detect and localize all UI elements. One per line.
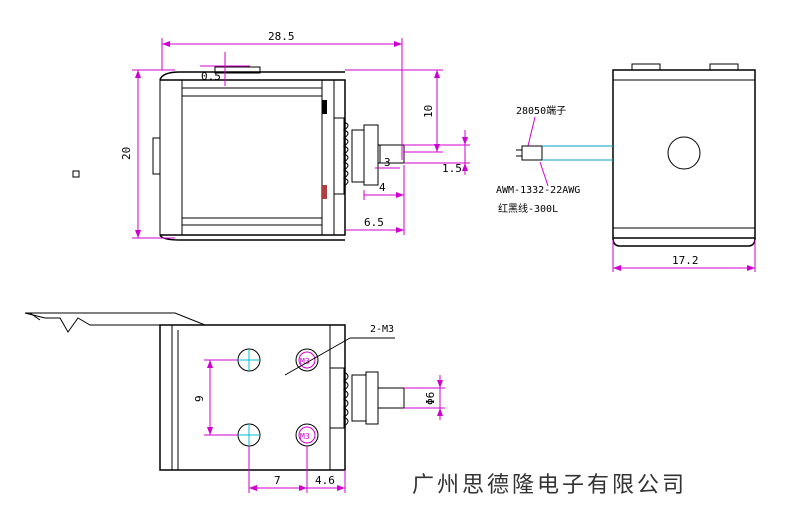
top-plunger-shaft bbox=[377, 387, 405, 409]
dim-edge: 4.6 bbox=[315, 474, 335, 487]
rear-tab bbox=[152, 137, 161, 175]
side-frame-outline bbox=[160, 79, 346, 236]
dim-hole-pitch-vertical: 9 bbox=[193, 395, 206, 402]
threaded-hole-label: M3 bbox=[300, 432, 310, 441]
threaded-hole bbox=[295, 348, 319, 372]
top-view-body bbox=[159, 324, 346, 471]
wire-pair bbox=[542, 145, 575, 161]
coil-body bbox=[181, 87, 323, 226]
terminal-plug bbox=[521, 145, 543, 161]
dim-tip: 1.5 bbox=[442, 162, 462, 175]
plunger-shaft bbox=[377, 144, 405, 164]
end-view-body bbox=[612, 69, 756, 239]
plunger-end-circle bbox=[667, 136, 701, 170]
connector-view: 28050端子 AWM-1332-22AWG 红黑线-300L bbox=[496, 104, 580, 215]
dim-length: 28.5 bbox=[268, 30, 295, 43]
dim-plunger: 6.5 bbox=[364, 216, 384, 229]
side-end-plate bbox=[159, 79, 183, 236]
dim-wall: 0.5 bbox=[201, 70, 221, 83]
side-frame-bottom-curve bbox=[159, 234, 345, 241]
thread-callout: 2-M3 bbox=[370, 324, 394, 335]
collar bbox=[333, 117, 345, 195]
dim-shaft-diameter: Φ6 bbox=[424, 392, 437, 405]
dim-width: 17.2 bbox=[672, 254, 699, 267]
top-tab bbox=[214, 66, 261, 74]
threaded-hole-label: M3 bbox=[300, 357, 310, 366]
company-name: 广州思德隆电子有限公司 bbox=[412, 473, 687, 498]
mounting-bracket bbox=[24, 312, 206, 333]
reference-marker bbox=[72, 170, 80, 178]
top-view: M3 M3 2-M3 9 7 4.6 Φ6 bbox=[24, 312, 445, 493]
dim-hole-pitch-horizontal: 7 bbox=[274, 474, 281, 487]
wire-description: 红黑线-300L bbox=[498, 202, 558, 215]
end-view: 17.2 bbox=[575, 63, 756, 272]
wire-spec: AWM-1332-22AWG bbox=[496, 185, 580, 196]
dim-shaft-offset: 10 bbox=[422, 105, 435, 118]
side-view: 28.5 0.5 20 10 1.5 3 4 6.5 bbox=[120, 30, 470, 241]
side-frame-top-curve bbox=[159, 71, 345, 81]
plunger-head bbox=[363, 124, 379, 186]
spring bbox=[342, 121, 349, 187]
dim-height: 20 bbox=[120, 147, 133, 160]
terminal-label: 28050端子 bbox=[516, 104, 566, 117]
dim-shaft-len: 3 bbox=[384, 156, 391, 169]
dim-collar: 4 bbox=[379, 181, 386, 194]
